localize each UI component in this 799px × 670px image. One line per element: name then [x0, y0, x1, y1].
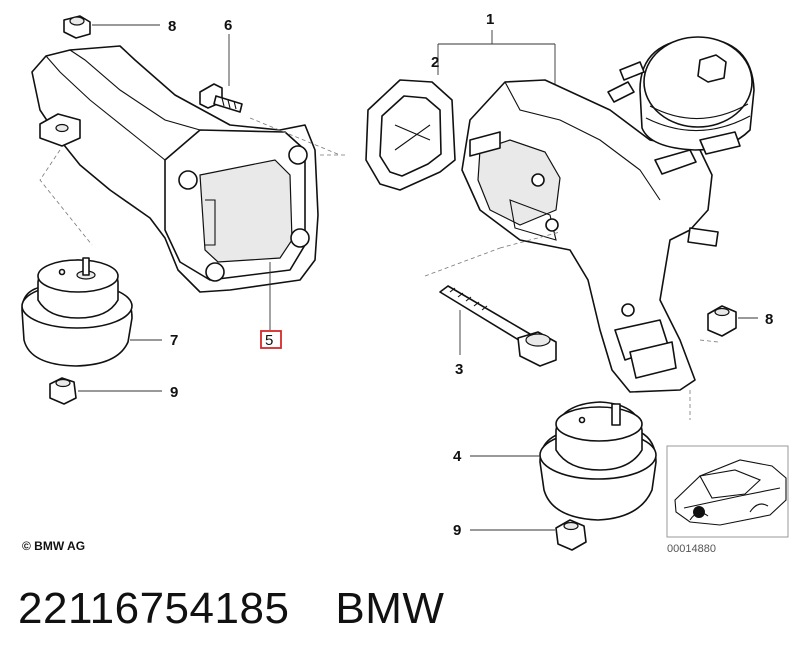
callout-5: 5 [265, 332, 273, 349]
bolt-3 [439, 285, 557, 367]
gasket-2 [365, 79, 456, 191]
nut-8-left [63, 15, 91, 39]
oil-filter-housing-1 [461, 36, 755, 393]
engine-mount-4 [539, 401, 657, 521]
callout-3: 3 [455, 361, 463, 378]
location-marker-icon [693, 506, 705, 518]
callout-8-right: 8 [765, 311, 773, 328]
brand-name: BMW [335, 584, 445, 633]
callout-5-highlight [260, 330, 282, 349]
image-code: 00014880 [667, 543, 716, 555]
part-number: 22116754185 [18, 584, 290, 633]
callout-1: 1 [486, 11, 494, 28]
callout-9-left: 9 [170, 384, 178, 401]
nut-9-left [49, 377, 77, 405]
engine-mount-7 [21, 257, 133, 367]
nut-8-right [707, 305, 737, 337]
parts-diagram: 8 6 7 9 [21, 11, 789, 555]
callout-8-left: 8 [168, 18, 176, 35]
callout-9-right: 9 [453, 522, 461, 539]
copyright: © BMW AG [22, 539, 86, 553]
callout-7: 7 [170, 332, 178, 349]
engine-bracket-left [31, 45, 319, 293]
bolt-6 [199, 83, 243, 113]
callout-4: 4 [453, 448, 462, 465]
locator-car-inset [666, 445, 789, 538]
nut-9-right [555, 519, 587, 551]
callout-2: 2 [431, 54, 439, 71]
footer: 22116754185 BMW [18, 584, 490, 634]
callout-6: 6 [224, 17, 232, 34]
